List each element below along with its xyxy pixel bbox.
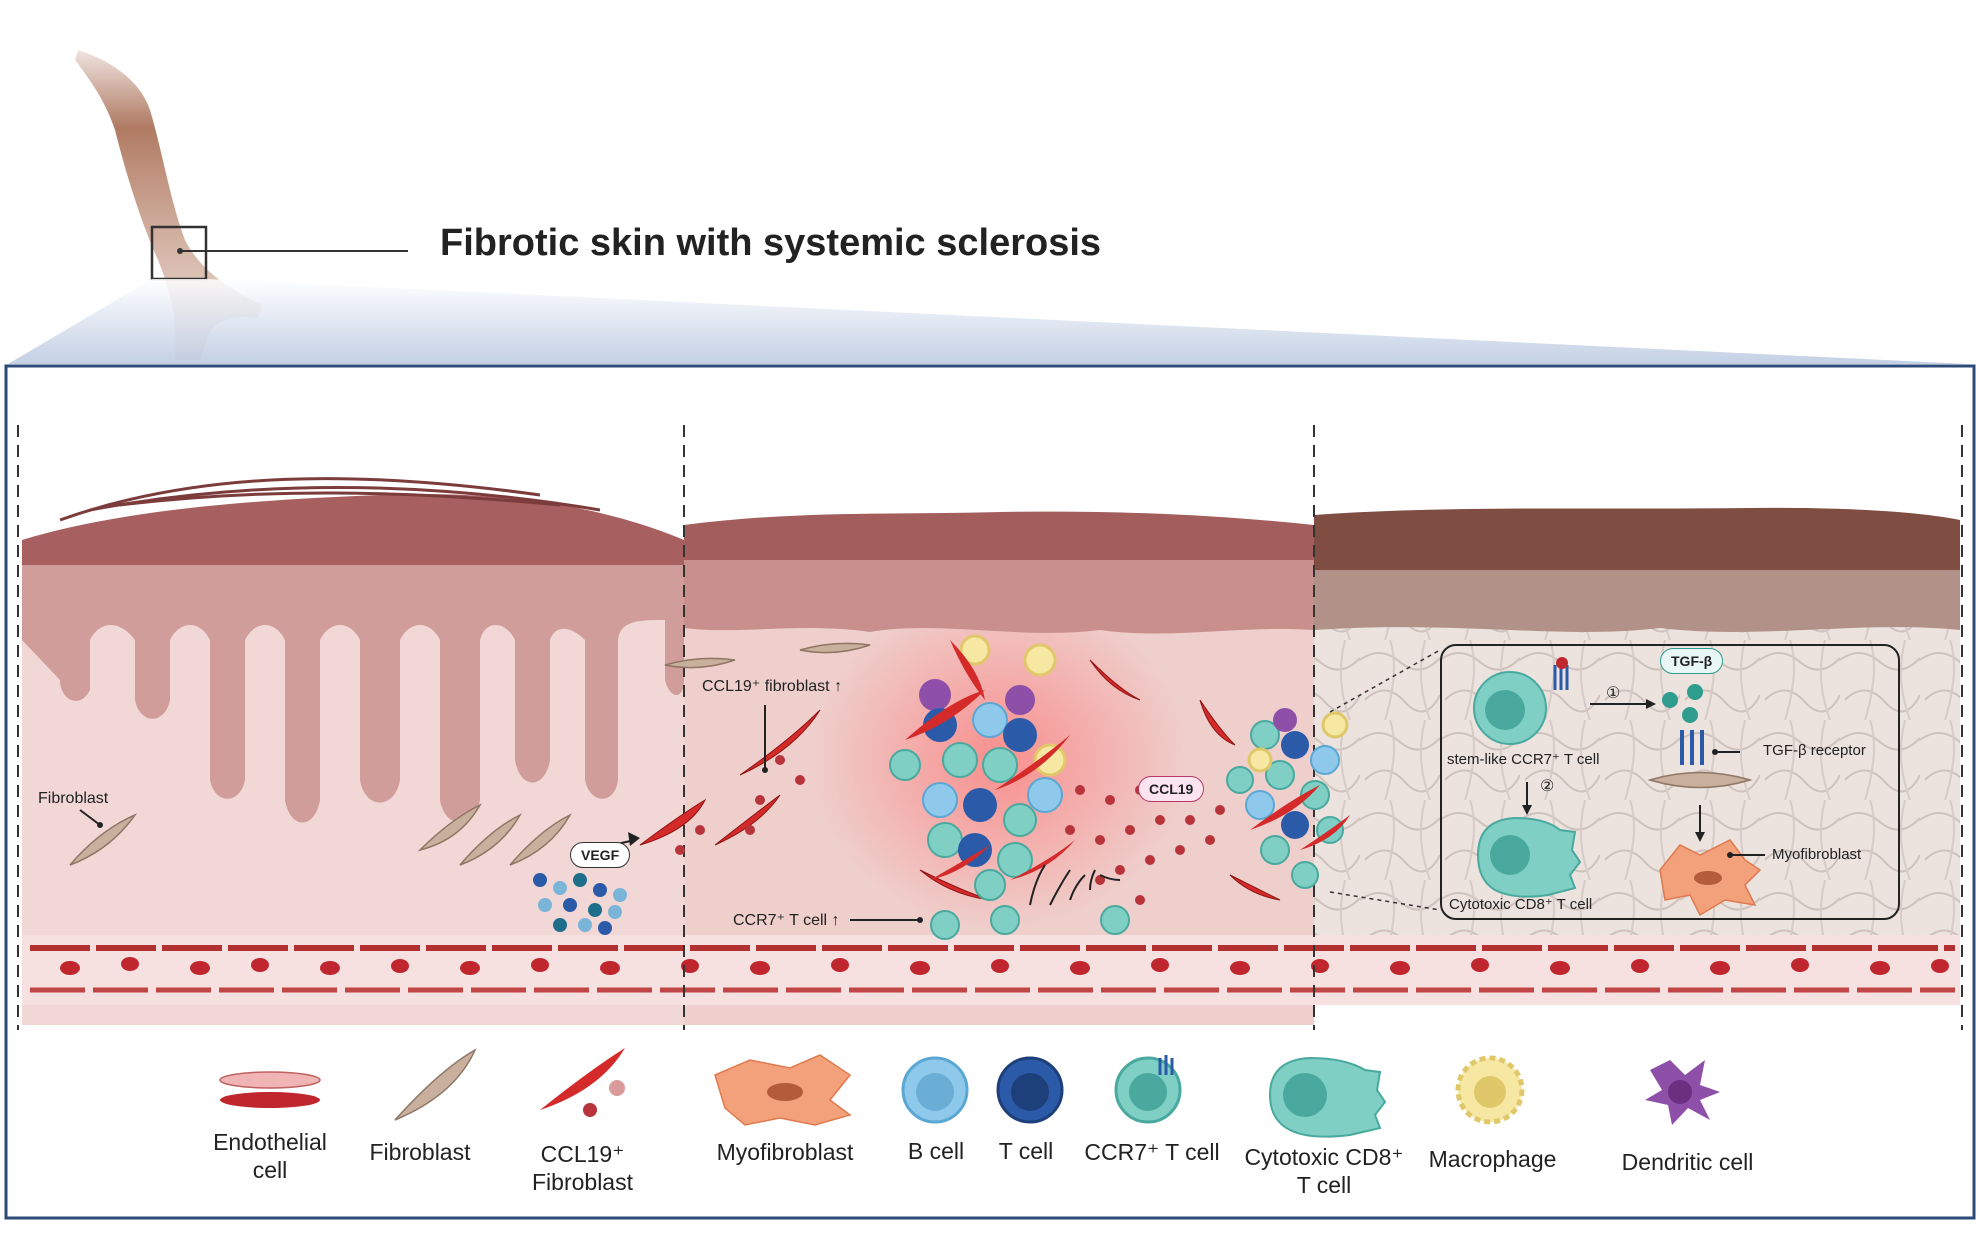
legend-myofibroblast: Myofibroblast [716, 1139, 854, 1165]
red-blood-cells [60, 957, 1949, 975]
legend-icons [219, 1048, 1720, 1138]
immune-cluster [889, 634, 1075, 901]
ccl19-fibroblasts [639, 659, 1281, 901]
legend-fibroblast: Fibroblast [369, 1139, 471, 1165]
vegf-particles [533, 873, 627, 935]
zoom-wedge [8, 279, 1968, 364]
label-ccl19: CCL19 [1138, 776, 1205, 802]
legend-cytotoxic-cd8: Cytotoxic CD8⁺T cell [1244, 1144, 1404, 1198]
immune-cluster-right [1226, 708, 1350, 889]
ccl19-particles [675, 755, 1225, 905]
epidermis-healthy [22, 545, 684, 823]
inset-contents [1473, 657, 1765, 917]
mechanism-inset [1440, 644, 1900, 920]
legend-tcell: T cell [998, 1138, 1054, 1164]
label-fibroblast: Fibroblast [38, 790, 109, 807]
label-step-1: ① [1606, 685, 1621, 702]
label-ccr7-tcell: CCR7⁺ T cell ↑ [733, 912, 840, 929]
label-tgf-beta: TGF-β [1660, 648, 1724, 674]
figure-title: Fibrotic skin with systemic sclerosis [440, 222, 1102, 264]
legend-macrophage: Macrophage [1428, 1146, 1557, 1172]
legend-bcell: B cell [907, 1138, 965, 1164]
legend-ccl19-fibroblast: CCL19⁺Fibroblast [532, 1141, 633, 1195]
label-myofibroblast-inset: Myofibroblast [1772, 846, 1862, 863]
legend-dendritic: Dendritic cell [1621, 1149, 1754, 1175]
label-vegf: VEGF [570, 842, 631, 868]
fibroblasts [69, 642, 871, 866]
migrating-tcells [930, 905, 1130, 940]
label-tgf-receptor: TGF-β receptor [1763, 742, 1866, 759]
label-ccl19-fibroblast: CCL19⁺ fibroblast ↑ [702, 678, 843, 695]
label-step-2: ② [1540, 778, 1555, 795]
legend-ccr7-tcell: CCR7⁺ T cell [1084, 1139, 1220, 1165]
label-stemlike: stem-like CCR7⁺ T cell [1447, 751, 1600, 768]
label-cytotoxic-inset: Cytotoxic CD8⁺ T cell [1449, 896, 1593, 913]
